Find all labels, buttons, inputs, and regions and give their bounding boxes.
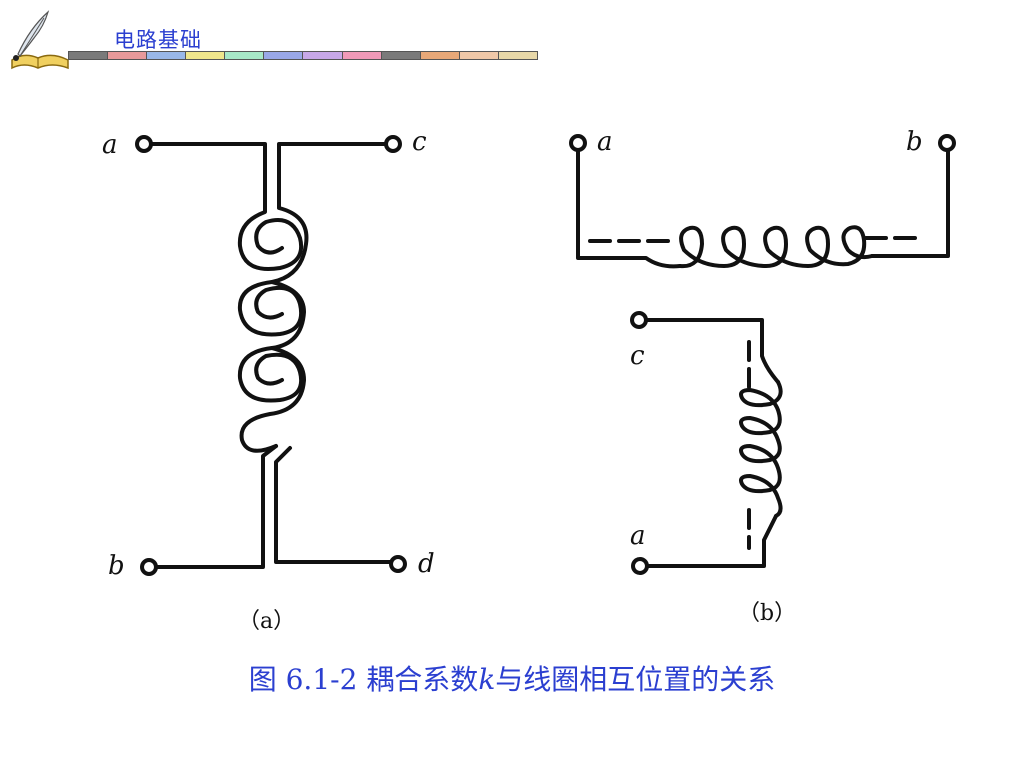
- terminal-a-top-node: [569, 134, 587, 152]
- stripe-segment: [224, 51, 264, 60]
- quill-book-icon: [11, 10, 69, 70]
- label-b-top-panel-b: b: [906, 127, 923, 157]
- label-a-top-panel-b: a: [597, 127, 613, 157]
- stripe-segment: [263, 51, 303, 60]
- panel-a-lead-top: [149, 142, 392, 180]
- stripe-segment: [302, 51, 342, 60]
- slide-header: 电路基础: [0, 0, 560, 80]
- panel-a-diagram: [135, 135, 407, 576]
- stripe-segment: [458, 51, 498, 60]
- panel-b-horizontal-coil: [569, 134, 956, 269]
- stripe-segment: [146, 51, 186, 60]
- figure-caption: 图 6.1-2 耦合系数k与线圈相互位置的关系: [0, 658, 1024, 698]
- panel-a-caption: （a）: [238, 609, 295, 634]
- label-d-panel-a: d: [418, 549, 435, 579]
- panel-b-core-dashed-line: [588, 236, 920, 243]
- terminal-b-top-node: [938, 134, 956, 152]
- terminal-d-node: [389, 555, 407, 573]
- caption-k: k: [478, 663, 496, 696]
- course-title: 电路基础: [114, 28, 202, 52]
- caption-prefix: 图 6.1-2 耦合系数: [248, 663, 479, 696]
- stripe-segment: [380, 51, 420, 60]
- header-color-stripe: [68, 51, 538, 60]
- stripe-segment: [68, 51, 108, 60]
- stripe-segment: [419, 51, 459, 60]
- label-c-panel-a: c: [412, 127, 427, 157]
- label-c-panel-b: c: [630, 341, 645, 371]
- stripe-segment: [107, 51, 147, 60]
- terminal-c-node-b: [630, 311, 648, 329]
- stripe-segment: [497, 51, 538, 60]
- terminal-b-node: [140, 558, 158, 576]
- panel-a-lead-bottom: [148, 444, 397, 569]
- label-a-bottom-panel-b: a: [630, 521, 646, 551]
- stripe-segment: [341, 51, 381, 60]
- panel-b-vertical-coil: [630, 311, 783, 575]
- panel-b-caption: （b）: [738, 601, 796, 626]
- terminal-a-node: [135, 135, 153, 153]
- terminal-c-node: [384, 135, 402, 153]
- caption-suffix: 与线圈相互位置的关系: [495, 663, 776, 696]
- terminal-a-bottom-node: [631, 557, 649, 575]
- label-b-panel-a: b: [108, 551, 125, 581]
- stripe-segment: [185, 51, 225, 60]
- panel-a-coil: [237, 176, 309, 453]
- label-a-panel-a: a: [102, 130, 118, 160]
